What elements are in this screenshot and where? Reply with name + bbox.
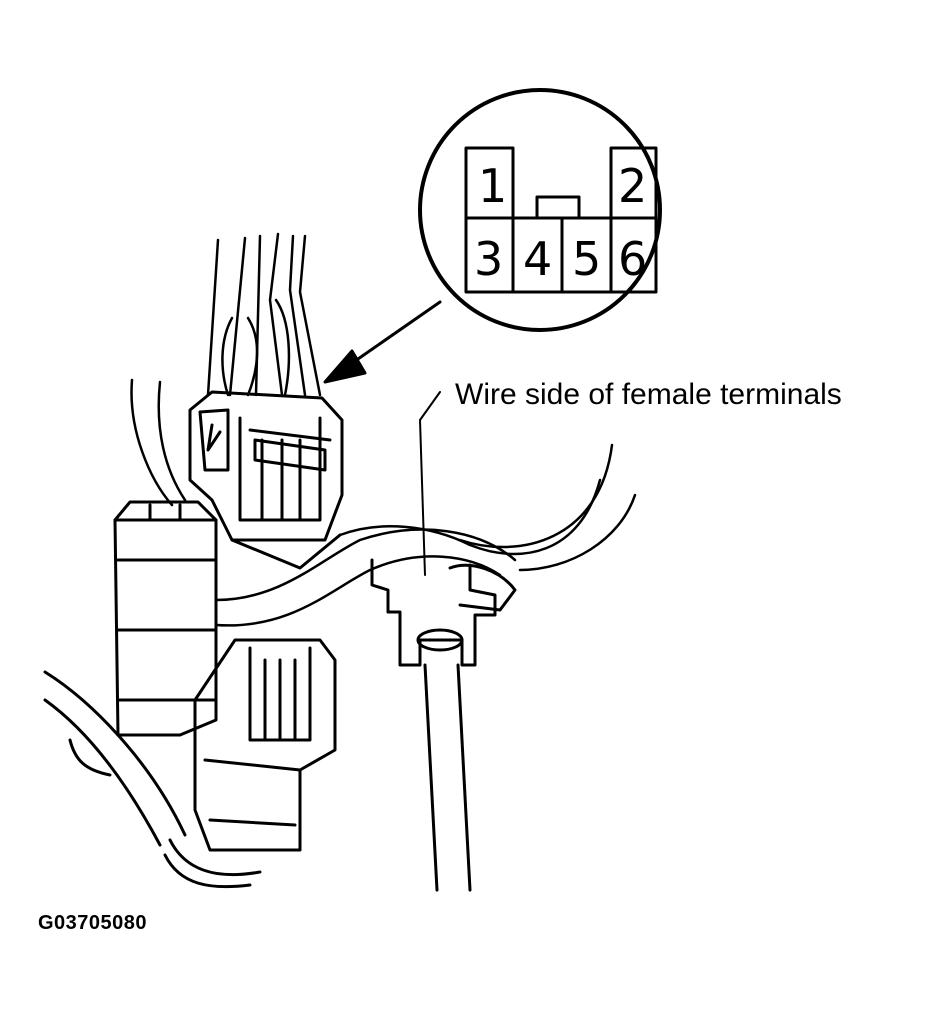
lower-cable-bundle: [43, 670, 262, 889]
pin-6-label: 6: [618, 232, 647, 286]
main-harness: [214, 443, 637, 627]
harness-clamp: [370, 558, 517, 667]
upper-connector: [188, 390, 344, 570]
mount-pole-left: [423, 663, 439, 892]
callout-arrow: [343, 300, 442, 370]
callout-arrowhead: [323, 349, 367, 384]
lower-right-connector: [193, 638, 337, 852]
label-leader-line: [419, 391, 441, 576]
lower-left-connector: [113, 500, 218, 737]
pinout-callout-circle: [418, 88, 662, 332]
connector-pinout: [464, 146, 658, 294]
pin-1-label: 1: [478, 159, 507, 213]
mount-pole-right: [456, 663, 472, 892]
figure-code: G03705080: [38, 912, 148, 934]
pin-5-label: 5: [572, 232, 601, 286]
pin-3-label: 3: [474, 232, 503, 286]
pin-4-label: 4: [523, 232, 552, 286]
callout-label: Wire side of female terminals: [455, 378, 842, 411]
loose-wire-left: [130, 378, 174, 507]
loose-wire-left-2: [157, 380, 187, 502]
pin-2-label: 2: [618, 159, 647, 213]
upper-wires: [206, 232, 322, 397]
